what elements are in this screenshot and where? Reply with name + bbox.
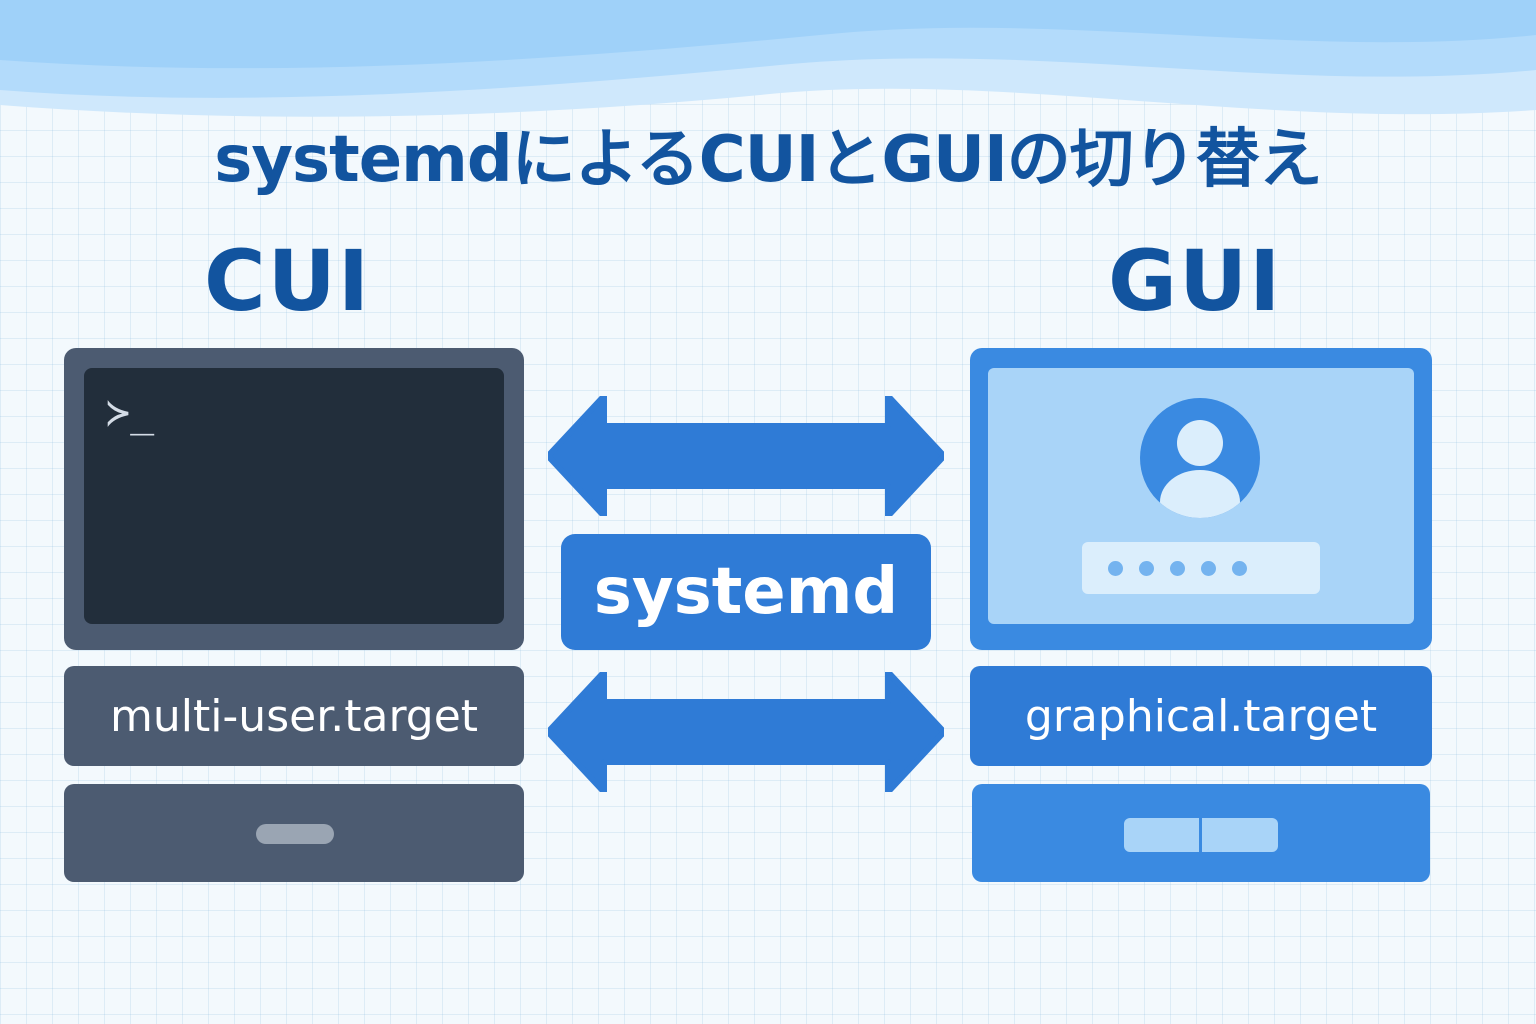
password-dot xyxy=(1232,560,1247,576)
gui-monitor xyxy=(970,348,1432,650)
terminal-screen: ≻_ xyxy=(84,368,504,624)
page-title: systemdによるCUIとGUIの切り替え xyxy=(214,123,1323,197)
gui-computer-base xyxy=(972,784,1430,882)
double-arrow-icon xyxy=(548,672,944,792)
gui-heading: GUI xyxy=(1108,232,1283,330)
multi-user-target-label: multi-user.target xyxy=(64,666,524,766)
password-dot xyxy=(1139,560,1154,576)
cui-terminal-monitor: ≻_ xyxy=(64,348,524,650)
double-arrow-icon xyxy=(548,396,944,516)
graphical-target-label: graphical.target xyxy=(970,666,1432,766)
password-dot xyxy=(1108,560,1123,576)
password-dot xyxy=(1170,560,1185,576)
systemd-label: systemd xyxy=(561,534,931,650)
cui-heading: CUI xyxy=(204,232,372,330)
password-dot xyxy=(1201,560,1216,576)
header-wave xyxy=(0,0,1536,117)
user-avatar-icon xyxy=(1140,398,1260,518)
drive-slot-icon xyxy=(1124,818,1278,852)
login-screen xyxy=(988,368,1414,624)
cui-computer-base xyxy=(64,784,524,882)
drive-slot-icon xyxy=(256,824,334,844)
terminal-prompt-icon: ≻_ xyxy=(106,390,155,436)
password-field[interactable] xyxy=(1082,542,1320,594)
slot-divider xyxy=(1199,818,1202,852)
